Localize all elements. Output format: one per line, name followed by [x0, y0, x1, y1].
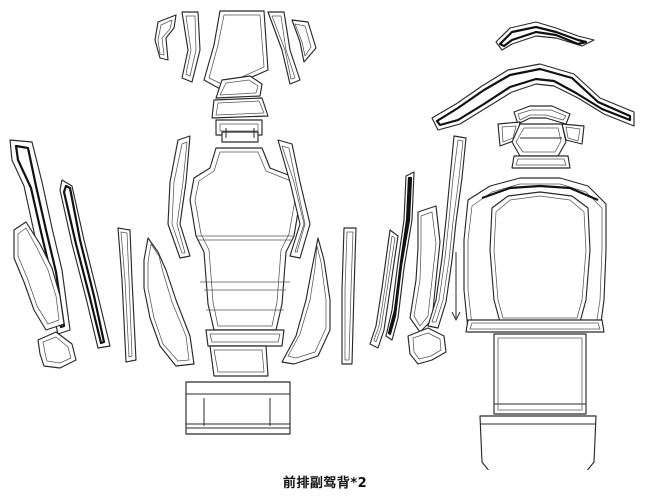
- right-figure-left-side-panel: [409, 205, 441, 333]
- top-arch-piece: [495, 21, 595, 51]
- collar-strip: [205, 329, 285, 347]
- crown-piece-right-inner: [267, 11, 301, 85]
- left-wing-thin-strip: [117, 227, 137, 363]
- right-thin-strip: [341, 227, 357, 365]
- side-arrow-line: [451, 252, 461, 322]
- left-pattern-group: [9, 10, 399, 435]
- headrest-top: [215, 75, 263, 99]
- lower-collar: [209, 345, 269, 377]
- left-wing-mid-strip: [59, 179, 111, 349]
- backrest-main-panel: [189, 147, 301, 331]
- right-pattern-group: [385, 21, 635, 470]
- headrest-neck: [511, 123, 571, 169]
- rear-bottom-skirt: [479, 415, 597, 470]
- seat-cover-pattern-drawing: [9, 10, 635, 470]
- headrest-middle: [211, 97, 269, 119]
- figure-caption: 前排副驾背*2: [282, 476, 368, 491]
- left-wing-inner-panel: [167, 135, 191, 259]
- left-bolster-panel: [143, 237, 195, 367]
- bottom-pocket-panel: [185, 381, 291, 435]
- rear-back-main-panel: [463, 177, 607, 331]
- headrest-connector: [215, 119, 263, 143]
- crown-piece-right: [291, 19, 317, 63]
- right-wing-inner-panel: [277, 139, 311, 259]
- right-figure-outer-left-strip: [427, 135, 467, 329]
- right-figure-hook-piece: [407, 327, 447, 365]
- second-arch-piece: [431, 63, 635, 131]
- left-hook-piece: [37, 331, 77, 369]
- crown-piece-left: [154, 14, 177, 61]
- waist-band: [465, 319, 605, 333]
- right-bolster-panel: [281, 237, 331, 365]
- right-mid-strip: [369, 229, 399, 349]
- right-figure-left-wing-strip: [385, 171, 415, 341]
- left-side-panel-lower: [13, 221, 65, 331]
- rear-lower-panel: [493, 333, 587, 415]
- crown-piece-left-inner: [181, 11, 201, 83]
- headrest-bump: [513, 105, 571, 125]
